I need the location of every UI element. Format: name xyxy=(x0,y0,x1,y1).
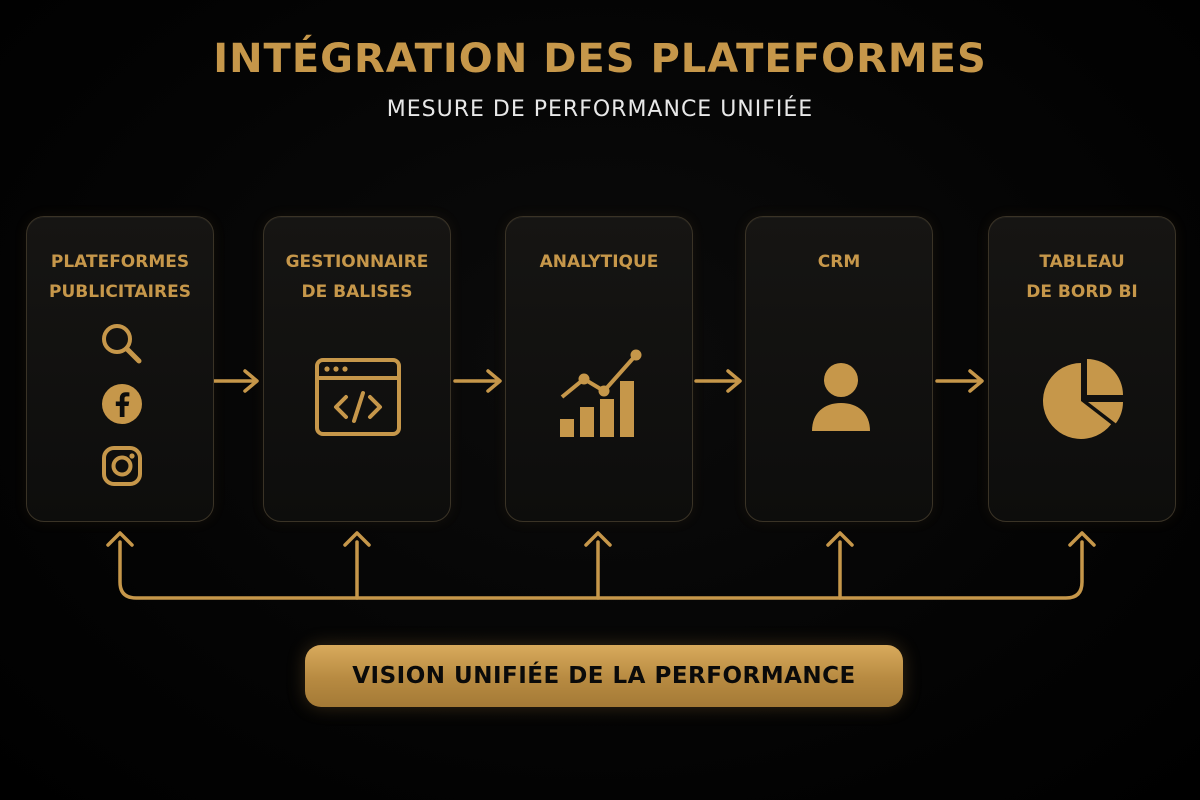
step-card-bi-dashboard: TABLEAU DE BORD BI xyxy=(988,216,1176,522)
code-window-icon xyxy=(315,358,401,436)
feedback-arrowhead-3 xyxy=(584,531,612,547)
feedback-arrowhead-4 xyxy=(826,531,854,547)
feedback-arrowhead-1 xyxy=(106,531,134,547)
feedback-bus xyxy=(118,540,1084,600)
page-title: INTÉGRATION DES PLATEFORMES xyxy=(213,36,987,82)
search-icon xyxy=(102,324,142,364)
step-card-tag-manager: GESTIONNAIRE DE BALISES xyxy=(263,216,451,522)
facebook-icon xyxy=(102,384,142,424)
trend-chart-icon xyxy=(560,349,642,437)
pie-chart-icon xyxy=(1043,359,1123,439)
step-label: TABLEAU DE BORD BI xyxy=(1026,252,1138,302)
flow-arrow-2-3 xyxy=(453,369,502,393)
step-label: PLATEFORMES PUBLICITAIRES xyxy=(49,252,191,302)
step-card-ad-platforms: PLATEFORMES PUBLICITAIRES xyxy=(26,216,214,522)
user-icon xyxy=(812,363,870,431)
instagram-icon xyxy=(102,446,142,486)
step-card-analytics: ANALYTIQUE xyxy=(505,216,693,522)
step-label: GESTIONNAIRE DE BALISES xyxy=(285,252,429,302)
flow-arrow-1-2 xyxy=(212,369,259,393)
feedback-arrowhead-2 xyxy=(343,531,371,547)
step-label: CRM xyxy=(817,252,861,272)
flow-arrow-4-5 xyxy=(935,369,984,393)
flow-arrow-3-4 xyxy=(694,369,742,393)
step-card-crm: CRM xyxy=(745,216,933,522)
page-subtitle: MESURE DE PERFORMANCE UNIFIÉE xyxy=(386,97,814,122)
step-label: ANALYTIQUE xyxy=(539,252,659,272)
feedback-arrowhead-5 xyxy=(1068,531,1096,547)
unified-performance-vision-banner: VISION UNIFIÉE DE LA PERFORMANCE xyxy=(305,645,903,707)
